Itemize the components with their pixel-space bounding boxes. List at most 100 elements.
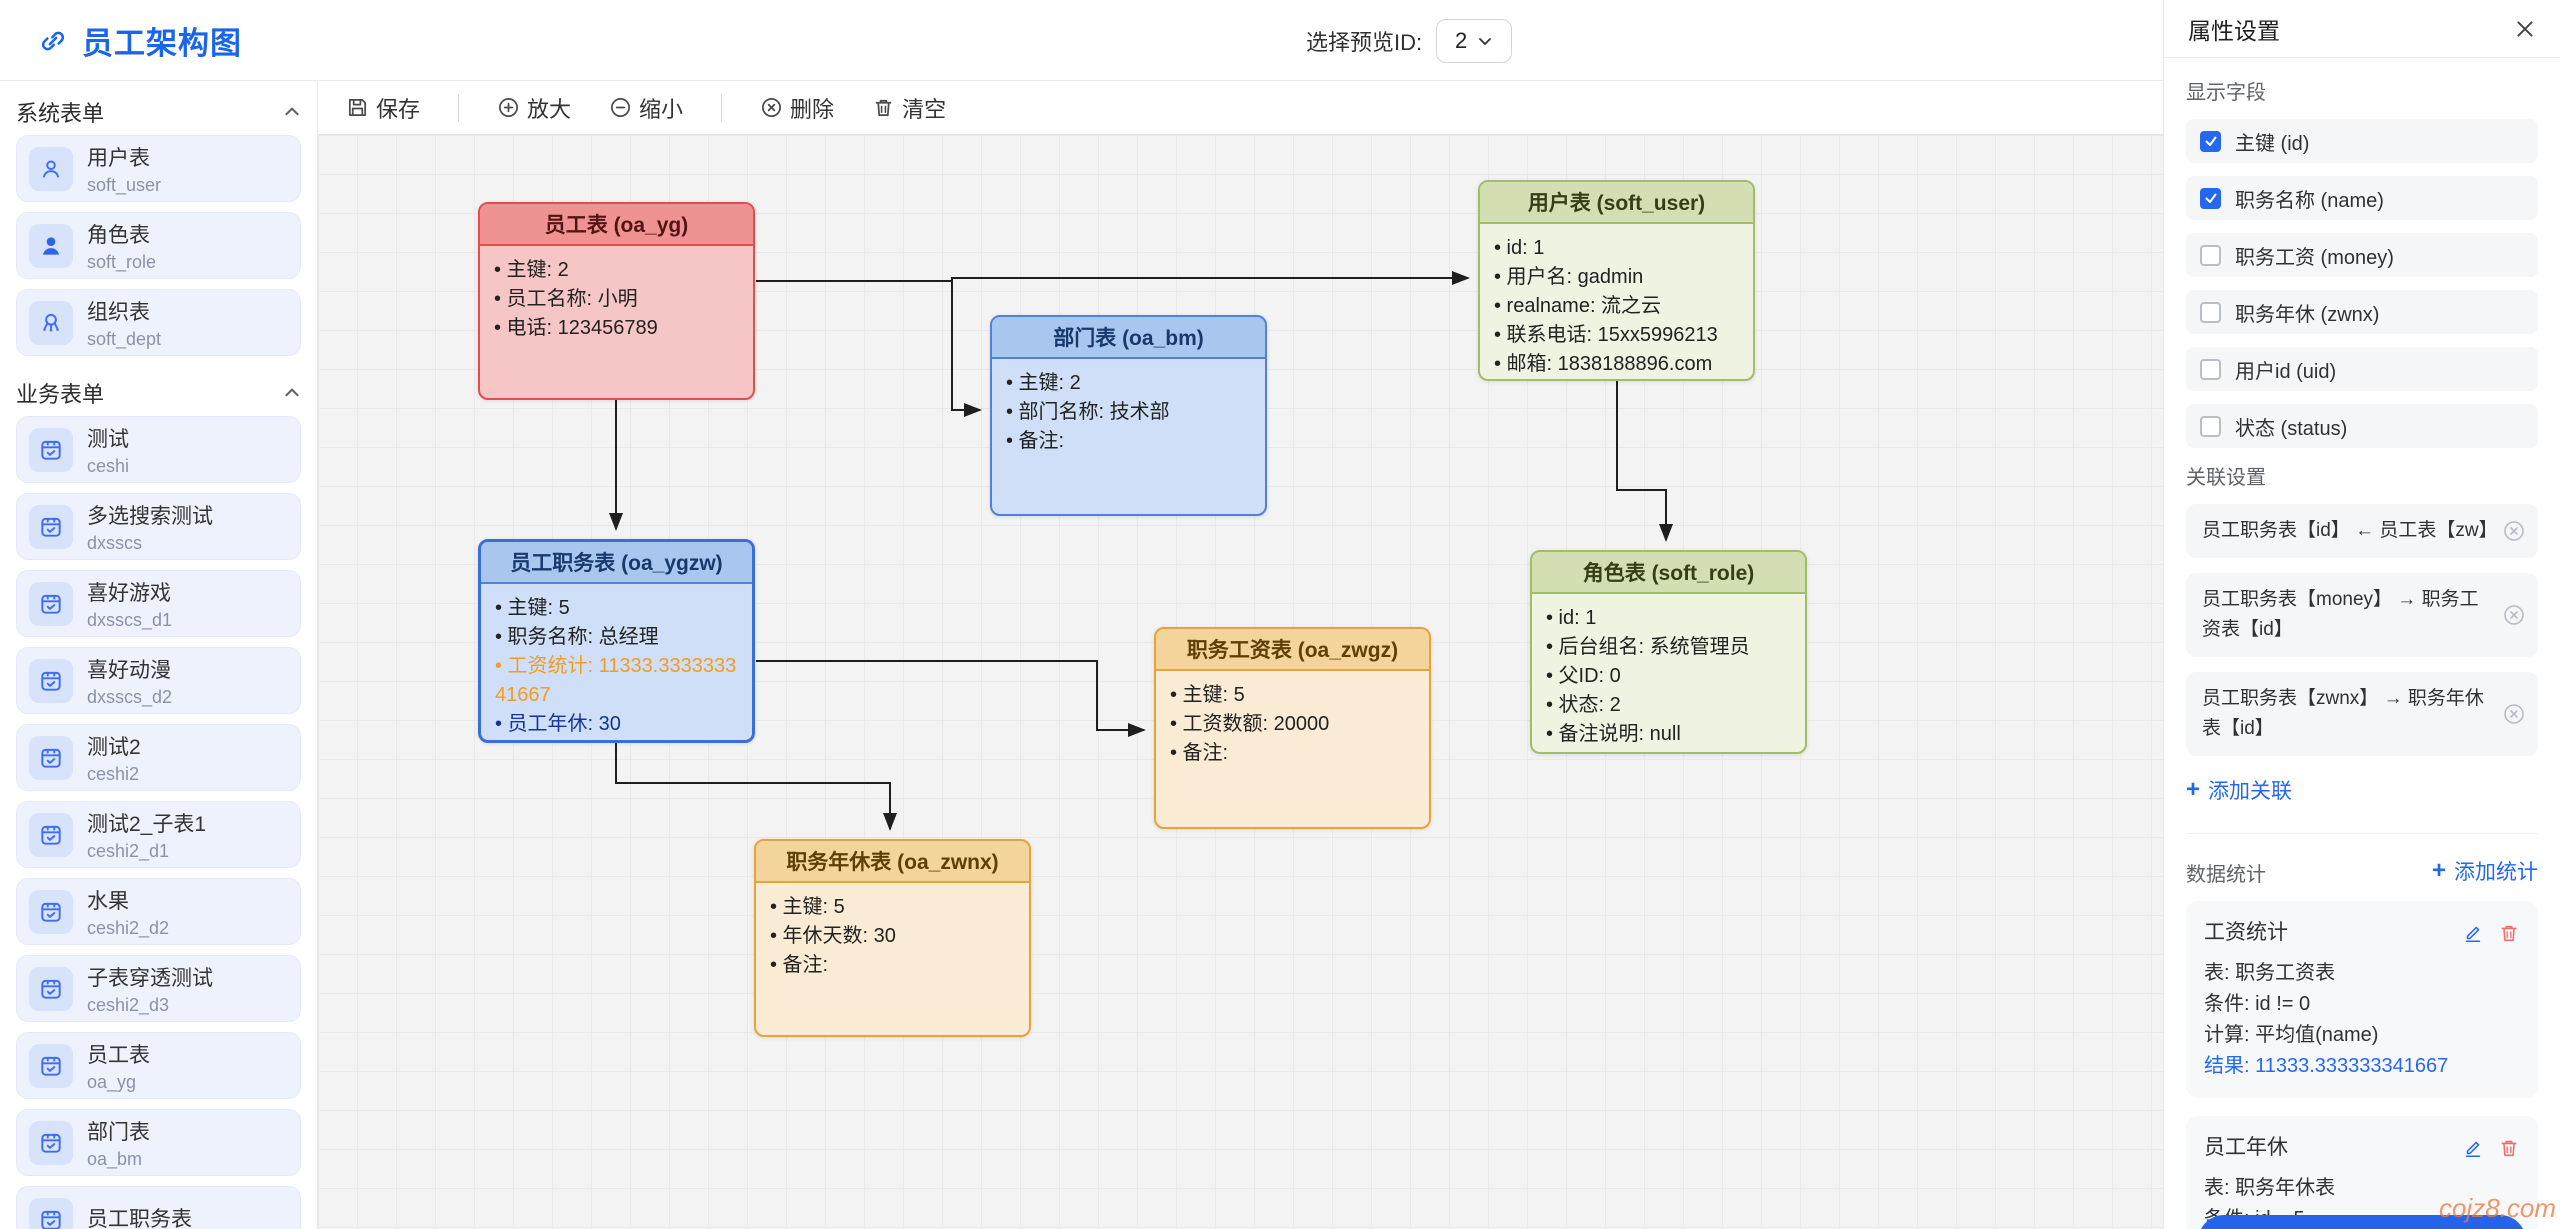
sidebar-item-title: 部门表 [87,1120,150,1144]
sidebar-item-title: 喜好游戏 [87,581,171,605]
sidebar-item[interactable]: 喜好动漫 dxsscs_d2 [16,647,301,714]
sidebar-item[interactable]: 员工职务表 [16,1186,301,1229]
display-field-label: 状态 (status) [2235,417,2348,440]
zoom-in-button[interactable]: 放大 [497,92,571,124]
add-relation-link[interactable]: + 添加关联 [2186,775,2292,805]
display-field-label: 主键 (id) [2235,132,2310,155]
entity-body: • 主键: 5• 年休天数: 30• 备注: [756,883,1029,992]
entity-oa_yg[interactable]: 员工表 (oa_yg) • 主键: 2• 员工名称: 小明• 电话: 12345… [478,202,755,400]
add-stat-link[interactable]: + 添加统计 [2432,856,2538,886]
entity-body: • 主键: 5• 职务名称: 总经理• 工资统计: 11333.33333334… [481,584,752,740]
sidebar-item[interactable]: 喜好游戏 dxsscs_d1 [16,570,301,637]
checkbox[interactable] [2200,358,2221,380]
delete-icon[interactable] [2498,1137,2520,1159]
sidebar-item[interactable]: 测试2_子表1 ceshi2_d1 [16,801,301,868]
display-field-row[interactable]: 职务名称 (name) [2186,176,2538,220]
stats-section-header: 数据统计 + 添加统计 [2186,850,2538,901]
entity-field: • 员工名称: 小明 [494,288,638,310]
display-field-row[interactable]: 状态 (status) [2186,404,2538,448]
sidebar-item-title: 测试2_子表1 [87,812,207,836]
entity-soft_user[interactable]: 用户表 (soft_user) • id: 1• 用户名: gadmin• re… [1478,180,1755,381]
entity-body: • 主键: 5• 工资数额: 20000• 备注: [1156,671,1429,780]
diagram-canvas[interactable]: 员工表 (oa_yg) • 主键: 2• 员工名称: 小明• 电话: 12345… [318,135,2163,1229]
sidebar-item[interactable]: 组织表 soft_dept [16,289,301,356]
form-icon [29,427,73,472]
entity-field: • 员工年休: 30 [495,713,621,735]
entity-title: 员工表 (oa_yg) [480,204,753,246]
sidebar-item-title: 子表穿透测试 [87,966,213,990]
checkbox[interactable] [2200,301,2221,323]
zoom-out-button[interactable]: 缩小 [609,92,683,124]
entity-field: • 备注说明: null [1546,723,1681,745]
toolbar-divider [721,93,723,122]
entity-oa_zwnx[interactable]: 职务年休表 (oa_zwnx) • 主键: 5• 年休天数: 30• 备注: [754,839,1031,1037]
page-title: 员工架构图 [82,26,242,61]
sidebar-section-header[interactable]: 业务表单 [16,370,301,416]
sidebar-sections: 系统表单 用户表 soft_user 角色表 soft_role 组织表 sof… [16,89,301,1229]
relations-label: 关联设置 [2186,467,2266,489]
edit-icon[interactable] [2462,1137,2484,1159]
sidebar-item-title: 测试2 [87,735,141,759]
sidebar-item[interactable]: 测试2 ceshi2 [16,724,301,791]
chevron-up-icon[interactable] [283,103,301,121]
chevron-down-icon [1479,37,1492,45]
remove-relation-icon[interactable] [2502,702,2526,726]
remove-relation-icon[interactable] [2502,603,2526,627]
entity-oa_bm[interactable]: 部门表 (oa_bm) • 主键: 2• 部门名称: 技术部• 备注: [990,315,1267,516]
properties-panel-header: 属性设置 [2164,0,2560,58]
checkbox[interactable] [2200,187,2221,209]
delete-button[interactable]: 删除 [760,92,834,124]
entity-field: • 年休天数: 30 [770,925,896,947]
add-stat-label: 添加统计 [2454,860,2538,884]
sidebar-item-code: ceshi2_d1 [87,840,170,861]
remove-relation-icon[interactable] [2502,519,2526,543]
form-icon [29,966,73,1011]
entity-oa_zwgz[interactable]: 职务工资表 (oa_zwgz) • 主键: 5• 工资数额: 20000• 备注… [1154,627,1431,829]
checkbox[interactable] [2200,415,2221,437]
sidebar-section-title: 系统表单 [16,101,105,126]
checkbox[interactable] [2200,130,2221,152]
sidebar-item-title: 水果 [87,889,129,913]
sidebar-item-title: 喜好动漫 [87,658,171,682]
delete-icon[interactable] [2498,922,2520,944]
plus-icon: + [2186,776,2201,803]
sidebar-item-title: 组织表 [87,300,150,324]
sidebar-item-code: dxsscs_d2 [87,686,173,707]
chevron-up-icon[interactable] [283,384,301,402]
display-field-label: 职务名称 (name) [2235,189,2384,212]
entity-title: 部门表 (oa_bm) [992,317,1265,359]
save-label: 保存 [376,96,421,122]
relation-arrow [951,281,982,417]
entity-oa_ygzw[interactable]: 员工职务表 (oa_ygzw) • 主键: 5• 职务名称: 总经理• 工资统计… [478,539,755,743]
checkbox[interactable] [2200,244,2221,266]
user-outline-icon [29,146,73,191]
display-field-row[interactable]: 职务年休 (zwnx) [2186,290,2538,334]
clear-button[interactable]: 清空 [872,92,946,124]
entity-soft_role[interactable]: 角色表 (soft_role) • id: 1• 后台组名: 系统管理员• 父I… [1530,550,1807,754]
sidebar-item[interactable]: 部门表 oa_bm [16,1109,301,1176]
sidebar-item[interactable]: 用户表 soft_user [16,135,301,202]
sidebar-item[interactable]: 测试 ceshi [16,416,301,483]
zoom-in-icon [499,98,519,117]
sidebar-item[interactable]: 角色表 soft_role [16,212,301,279]
display-field-row[interactable]: 用户id (uid) [2186,347,2538,391]
stat-title: 员工年休 [2204,1136,2288,1159]
save-button[interactable]: 保存 [346,92,420,124]
entity-field: • 主键: 2 [494,259,569,281]
sidebar-section-header[interactable]: 系统表单 [16,89,301,135]
close-icon[interactable] [2514,18,2536,40]
sidebar-section: 业务表单 测试 ceshi 多选搜索测试 dxsscs 喜好游戏 dxsscs_… [16,370,301,1229]
display-field-row[interactable]: 职务工资 (money) [2186,233,2538,277]
sidebar-item[interactable]: 子表穿透测试 ceshi2_d3 [16,955,301,1022]
sidebar-item[interactable]: 多选搜索测试 dxsscs [16,493,301,560]
sidebar-item-code: soft_role [87,251,157,272]
edit-icon[interactable] [2462,922,2484,944]
panel-primary-button[interactable] [2198,1215,2526,1229]
relation-arrow [615,743,897,831]
properties-panel-title: 属性设置 [2188,17,2280,44]
display-field-row[interactable]: 主键 (id) [2186,119,2538,163]
form-icon [29,812,73,857]
preview-id-select[interactable]: 2 [1436,18,1513,63]
sidebar-item[interactable]: 水果 ceshi2_d2 [16,878,301,945]
sidebar-item[interactable]: 员工表 oa_yg [16,1032,301,1099]
